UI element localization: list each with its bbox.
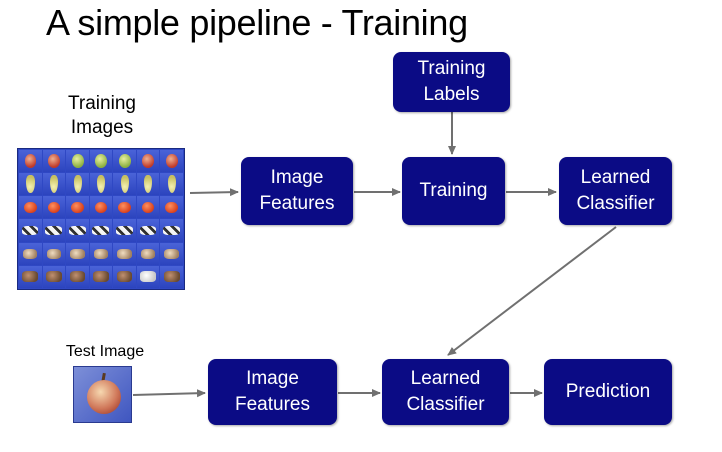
dog-thumbnail <box>136 242 160 265</box>
tomato-thumbnail <box>19 196 42 219</box>
horse-thumbnail <box>160 265 183 288</box>
apple-thumbnail <box>160 150 183 173</box>
pear-thumbnail <box>113 173 136 196</box>
arrow-classifier-to-test-classifier <box>447 226 617 356</box>
tomato-thumbnail <box>113 196 136 219</box>
slide-title: A simple pipeline - Training <box>46 2 468 43</box>
horse-thumbnail <box>89 265 113 288</box>
apple-thumbnail <box>42 150 66 173</box>
apple-thumbnail <box>19 150 42 173</box>
pear-thumbnail <box>136 173 160 196</box>
training-images-grid <box>17 148 185 290</box>
pear-thumbnail <box>160 173 183 196</box>
cow-thumbnail <box>160 219 183 242</box>
pear-thumbnail <box>89 173 113 196</box>
apple-thumbnail <box>89 150 113 173</box>
dog-thumbnail <box>19 242 42 265</box>
tomato-thumbnail <box>136 196 160 219</box>
arrow-images-to-features <box>189 188 239 197</box>
horse-thumbnail <box>136 265 160 288</box>
arrow-test-image-to-features <box>132 389 206 398</box>
cow-thumbnail <box>42 219 66 242</box>
dog-thumbnail <box>160 242 183 265</box>
cow-thumbnail <box>136 219 160 242</box>
apple-thumbnail <box>66 150 89 173</box>
training-box: Training <box>402 157 505 225</box>
horse-thumbnail <box>42 265 66 288</box>
cow-thumbnail <box>66 219 89 242</box>
tomato-thumbnail <box>89 196 113 219</box>
cow-thumbnail <box>89 219 113 242</box>
training-images-label: Training Images <box>68 93 136 138</box>
tomato-thumbnail <box>160 196 183 219</box>
test-apple-image <box>73 366 132 423</box>
cow-thumbnail <box>113 219 136 242</box>
tomato-thumbnail <box>66 196 89 219</box>
pear-thumbnail <box>42 173 66 196</box>
pear-thumbnail <box>66 173 89 196</box>
image-features-box: Image Features <box>241 157 353 225</box>
cow-thumbnail <box>19 219 42 242</box>
dog-thumbnail <box>113 242 136 265</box>
test-image-label: Test Image <box>65 343 145 360</box>
prediction-box: Prediction <box>544 359 672 425</box>
horse-thumbnail <box>113 265 136 288</box>
learned-classifier-box: Learned Classifier <box>559 157 672 225</box>
apple-thumbnail <box>113 150 136 173</box>
dog-thumbnail <box>42 242 66 265</box>
pear-thumbnail <box>19 173 42 196</box>
dog-thumbnail <box>66 242 89 265</box>
apple-thumbnail <box>136 150 160 173</box>
test-image-features-box: Image Features <box>208 359 337 425</box>
test-learned-classifier-box: Learned Classifier <box>382 359 509 425</box>
horse-thumbnail <box>66 265 89 288</box>
dog-thumbnail <box>89 242 113 265</box>
tomato-thumbnail <box>42 196 66 219</box>
horse-thumbnail <box>19 265 42 288</box>
training-labels-box: Training Labels <box>393 52 510 112</box>
